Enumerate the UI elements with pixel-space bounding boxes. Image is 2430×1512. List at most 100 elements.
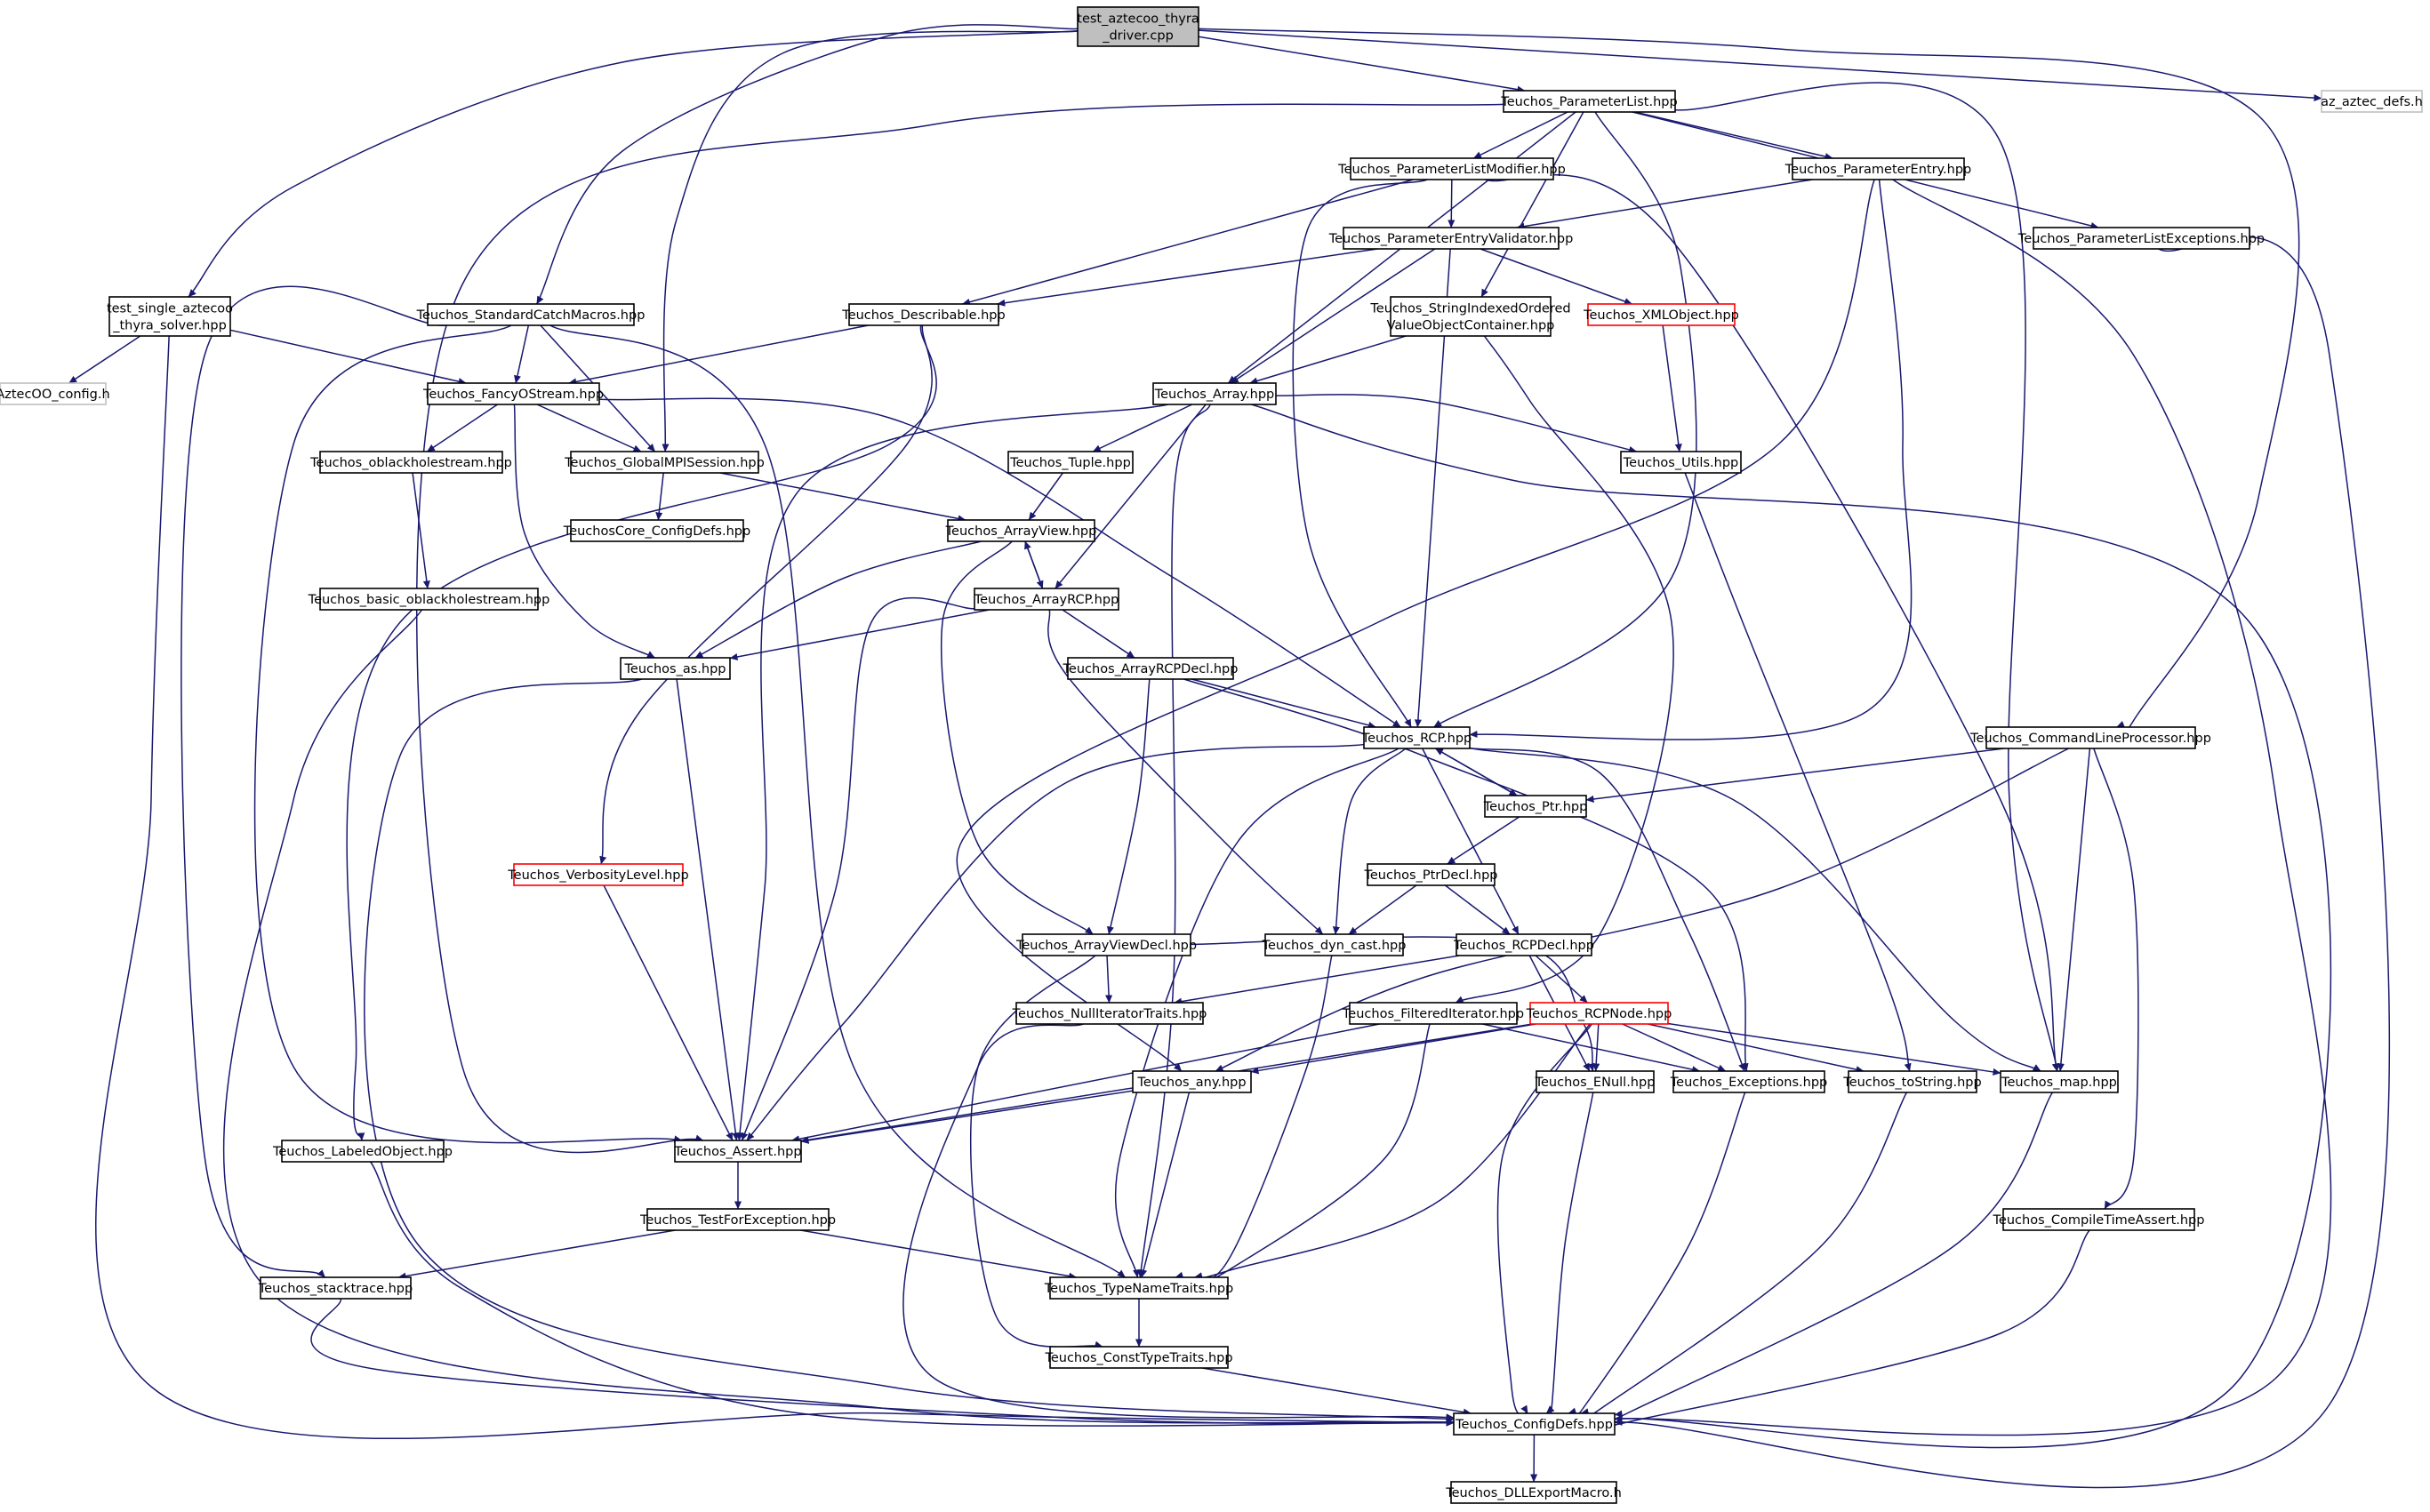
node-testforexc[interactable]: Teuchos_TestForException.hpp [639, 1208, 836, 1231]
node-plist[interactable]: Teuchos_ParameterList.hpp [1500, 90, 1678, 113]
node-box[interactable] [1985, 726, 2196, 749]
node-box[interactable] [1067, 657, 1234, 680]
node-xmlobj[interactable]: Teuchos_XMLObject.hpp [1583, 303, 1739, 326]
node-stacktrace[interactable]: Teuchos_stacktrace.hpp [258, 1276, 413, 1300]
node-azdefs[interactable]: az_aztec_defs.h [2321, 90, 2423, 113]
node-box[interactable] [1484, 795, 1587, 818]
node-pentry[interactable]: Teuchos_ParameterEntry.hpp [1784, 157, 1972, 180]
node-basicoblack[interactable]: Teuchos_basic_oblackholestream.hpp [308, 588, 550, 611]
node-verbosity[interactable]: Teuchos_VerbosityLevel.hpp [507, 863, 689, 886]
node-box[interactable] [1049, 1346, 1229, 1369]
node-box[interactable] [974, 588, 1119, 611]
node-coreconfig[interactable]: TeuchosCore_ConfigDefs.hpp [563, 519, 750, 542]
node-box[interactable] [1049, 1276, 1229, 1300]
node-plmod[interactable]: Teuchos_ParameterListModifier.hpp [1337, 157, 1566, 180]
node-fancy[interactable]: Teuchos_FancyOStream.hpp [422, 382, 604, 405]
node-box[interactable] [1450, 1481, 1617, 1504]
node-root[interactable]: test_aztecoo_thyra_driver.cpp [1077, 6, 1199, 47]
node-dllexport[interactable]: Teuchos_DLLExportMacro.h [1445, 1481, 1622, 1504]
node-box[interactable] [1022, 933, 1191, 956]
node-box[interactable] [0, 382, 107, 405]
node-arrayrcpdecl[interactable]: Teuchos_ArrayRCPDecl.hpp [1063, 657, 1239, 680]
node-filtered[interactable]: Teuchos_FilteredIterator.hpp [1342, 1002, 1524, 1025]
node-box[interactable] [427, 303, 635, 326]
node-box[interactable] [2321, 90, 2423, 113]
node-rcp[interactable]: Teuchos_RCP.hpp [1361, 726, 1472, 749]
node-tuple[interactable]: Teuchos_Tuple.hpp [1007, 451, 1134, 474]
node-box[interactable] [319, 451, 503, 474]
node-arrayviewdecl[interactable]: Teuchos_ArrayViewDecl.hpp [1015, 933, 1197, 956]
node-box[interactable] [1264, 933, 1404, 956]
node-exceptions[interactable]: Teuchos_Exceptions.hpp [1670, 1070, 1827, 1093]
node-box[interactable] [1587, 303, 1736, 326]
node-box[interactable] [108, 296, 231, 337]
node-box[interactable] [1529, 1002, 1669, 1025]
node-stringidx[interactable]: Teuchos_StringIndexedOrderedValueObjectC… [1369, 296, 1571, 337]
node-box[interactable] [848, 303, 999, 326]
node-box[interactable] [1152, 382, 1277, 405]
node-box[interactable] [281, 1140, 445, 1163]
node-box[interactable] [646, 1208, 830, 1231]
node-arrayview[interactable]: Teuchos_ArrayView.hpp [945, 519, 1097, 542]
node-globalmpi[interactable]: Teuchos_GlobalMPISession.hpp [564, 451, 765, 474]
node-cmdline[interactable]: Teuchos_CommandLineProcessor.hpp [1969, 726, 2211, 749]
node-labeled[interactable]: Teuchos_LabeledObject.hpp [272, 1140, 453, 1163]
node-box[interactable] [513, 863, 684, 886]
node-box[interactable] [1350, 157, 1554, 180]
node-any[interactable]: Teuchos_any.hpp [1132, 1070, 1252, 1093]
node-stdcatch[interactable]: Teuchos_StandardCatchMacros.hpp [416, 303, 646, 326]
node-ptrdecl[interactable]: Teuchos_PtrDecl.hpp [1363, 863, 1498, 886]
node-box[interactable] [1349, 1002, 1518, 1025]
node-box[interactable] [2002, 1208, 2195, 1231]
node-utils[interactable]: Teuchos_Utils.hpp [1620, 451, 1742, 474]
node-box[interactable] [1536, 1070, 1655, 1093]
node-box[interactable] [1132, 1070, 1252, 1093]
node-box[interactable] [620, 657, 731, 680]
node-tostring[interactable]: Teuchos_toString.hpp [1842, 1070, 1982, 1093]
node-as[interactable]: Teuchos_as.hpp [620, 657, 731, 680]
node-compiletime[interactable]: Teuchos_CompileTimeAssert.hpp [1993, 1208, 2205, 1231]
node-box[interactable] [1456, 933, 1592, 956]
node-box[interactable] [1503, 90, 1676, 113]
node-box[interactable] [1363, 726, 1471, 749]
node-oblack[interactable]: Teuchos_oblackholestream.hpp [309, 451, 512, 474]
node-box[interactable] [2000, 1070, 2119, 1093]
node-azconfig[interactable]: AztecOO_config.h [0, 382, 110, 405]
node-array[interactable]: Teuchos_Array.hpp [1152, 382, 1277, 405]
node-describable[interactable]: Teuchos_Describable.hpp [841, 303, 1006, 326]
node-ptr[interactable]: Teuchos_Ptr.hpp [1483, 795, 1588, 818]
node-arrayrcp[interactable]: Teuchos_ArrayRCP.hpp [974, 588, 1119, 611]
node-box[interactable] [1848, 1070, 1977, 1093]
node-consttype[interactable]: Teuchos_ConstTypeTraits.hpp [1044, 1346, 1233, 1369]
node-box[interactable] [1015, 1002, 1204, 1025]
node-rcpdecl[interactable]: Teuchos_RCPDecl.hpp [1453, 933, 1594, 956]
node-box[interactable] [570, 519, 744, 542]
node-box[interactable] [1007, 451, 1134, 474]
node-assert[interactable]: Teuchos_Assert.hpp [673, 1140, 802, 1163]
node-rcpnode[interactable]: Teuchos_RCPNode.hpp [1526, 1002, 1672, 1025]
node-box[interactable] [260, 1276, 412, 1300]
node-testsingle[interactable]: test_single_aztecoo_thyra_solver.hpp [107, 296, 233, 337]
node-box[interactable] [1343, 227, 1560, 250]
node-box[interactable] [1620, 451, 1742, 474]
node-box[interactable] [1077, 6, 1199, 47]
node-box[interactable] [1672, 1070, 1825, 1093]
node-box[interactable] [427, 382, 600, 405]
node-box[interactable] [1792, 157, 1965, 180]
node-configdefs[interactable]: Teuchos_ConfigDefs.hpp [1453, 1412, 1616, 1436]
node-box[interactable] [947, 519, 1095, 542]
node-box[interactable] [2033, 227, 2250, 250]
node-map[interactable]: Teuchos_map.hpp [2000, 1070, 2119, 1093]
node-box[interactable] [674, 1140, 802, 1163]
node-typename[interactable]: Teuchos_TypeNameTraits.hpp [1044, 1276, 1233, 1300]
node-box[interactable] [1367, 863, 1496, 886]
node-box[interactable] [1390, 296, 1552, 337]
node-box[interactable] [1453, 1412, 1616, 1436]
node-dyncast[interactable]: Teuchos_dyn_cast.hpp [1262, 933, 1407, 956]
node-plexc[interactable]: Teuchos_ParameterListExceptions.hpp [2017, 227, 2265, 250]
node-box[interactable] [319, 588, 539, 611]
node-nulliter[interactable]: Teuchos_NullIteratorTraits.hpp [1012, 1002, 1207, 1025]
node-pentryval[interactable]: Teuchos_ParameterEntryValidator.hpp [1328, 227, 1574, 250]
node-enull[interactable]: Teuchos_ENull.hpp [1535, 1070, 1656, 1093]
node-box[interactable] [570, 451, 759, 474]
